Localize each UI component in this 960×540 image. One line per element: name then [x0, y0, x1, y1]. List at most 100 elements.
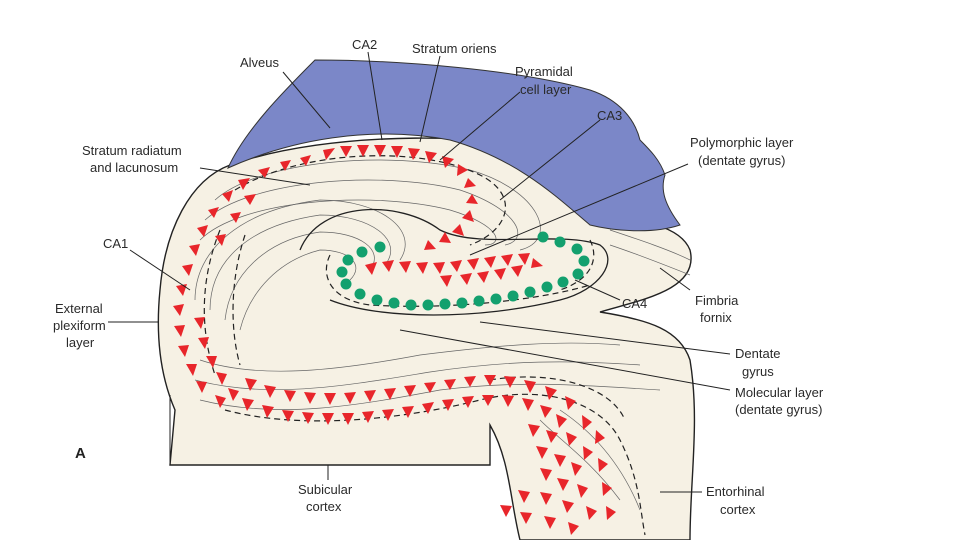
- pyramidal-cell: [408, 148, 420, 160]
- granule-cell: [371, 294, 383, 306]
- label-molecular-2: (dentate gyrus): [735, 402, 822, 417]
- pyramidal-cell: [228, 388, 239, 401]
- dentate-contour: [299, 208, 609, 316]
- pyramidal-cell: [215, 234, 226, 246]
- pyramidal-cell: [450, 260, 462, 272]
- leader-lines: [108, 51, 731, 493]
- label-polymorphic-2: (dentate gyrus): [698, 153, 785, 168]
- pyramidal-cell: [528, 424, 540, 437]
- pyramidal-cell: [556, 414, 567, 428]
- label-fimbria-1: Fimbria: [695, 293, 739, 308]
- pyramidal-cell: [189, 244, 200, 256]
- granule-cell: [537, 231, 549, 243]
- pyramidal-cell: [342, 413, 354, 425]
- label-pyramidal-1: Pyramidal: [515, 64, 573, 79]
- pyramidal-cell: [466, 194, 478, 204]
- pyramidal-cell: [583, 446, 593, 460]
- pyramidal-cell: [198, 337, 209, 349]
- pyramidal-cell: [500, 505, 512, 517]
- pyramidal-cell: [566, 432, 577, 446]
- pyramidal-cell: [422, 402, 434, 414]
- pyramidal-cell: [424, 382, 436, 393]
- pyramidal-cell: [182, 264, 193, 276]
- pyramidal-cell: [502, 395, 514, 407]
- label-ca1: CA1: [103, 236, 128, 251]
- granule-cell: [571, 243, 583, 255]
- pyramidal-cell: [384, 388, 396, 400]
- pyramidal-cell: [433, 262, 445, 274]
- pyramidal-cell: [501, 254, 513, 266]
- pyramidal-cell: [518, 490, 530, 503]
- pyramidal-cell: [595, 430, 605, 444]
- granule-cell: [490, 293, 502, 305]
- pyramidal-cell: [222, 190, 233, 202]
- pyramidal-cell: [440, 275, 452, 287]
- pyramidal-cell: [230, 212, 241, 223]
- label-external-3: layer: [66, 335, 95, 350]
- granule-cell-layer: [336, 231, 590, 311]
- pyramidal-cell: [176, 284, 187, 296]
- pyramidal-cell: [544, 516, 556, 529]
- pyramidal-cell: [511, 265, 523, 277]
- pyramidal-cell: [464, 376, 476, 387]
- label-subicular-2: cortex: [306, 499, 342, 514]
- pyramidal-cell: [374, 145, 386, 157]
- pyramidal-cell: [598, 458, 608, 472]
- pyramidal-cell: [216, 372, 227, 385]
- pyramidal-cell: [577, 484, 588, 498]
- label-stratum-radiatum-1: Stratum radiatum: [82, 143, 182, 158]
- pyramidal-cell: [442, 156, 454, 168]
- pyramidal-cell: [545, 386, 557, 400]
- granule-cell: [541, 281, 553, 293]
- label-ca3: CA3: [597, 108, 622, 123]
- granule-cell: [374, 241, 386, 253]
- label-pyramidal-2: cell layer: [520, 82, 572, 97]
- label-polymorphic-1: Polymorphic layer: [690, 135, 794, 150]
- granule-cell: [340, 278, 352, 290]
- label-external-1: External: [55, 301, 103, 316]
- pyramidal-cell: [586, 506, 597, 520]
- pyramidal-cell: [194, 317, 205, 329]
- pyramidal-cell: [324, 393, 336, 405]
- pyramidal-cell: [244, 194, 256, 205]
- pyramidal-cell: [382, 409, 394, 421]
- pyramidal-cell: [457, 164, 468, 176]
- alveus-region: [227, 59, 681, 232]
- granule-cell: [354, 288, 366, 300]
- pyramidal-cell: [365, 262, 377, 275]
- pyramidal-cell: [284, 390, 296, 402]
- pyramidal-cell: [524, 380, 536, 393]
- pyramidal-cell: [238, 178, 250, 190]
- pyramidal-cell: [323, 148, 335, 160]
- label-stratum-oriens: Stratum oriens: [412, 41, 497, 56]
- pyramidal-cell: [568, 522, 579, 535]
- pyramidal-cell: [206, 356, 217, 368]
- pyramidal-cell: [540, 405, 552, 418]
- pyramidal-cell: [304, 392, 316, 404]
- granule-cell: [456, 297, 468, 309]
- label-ca2: CA2: [352, 37, 377, 52]
- granule-cell: [388, 297, 400, 309]
- pyramidal-cell: [462, 396, 474, 408]
- pyramidal-cell: [482, 395, 494, 406]
- pyramidal-cell: [362, 411, 374, 423]
- pyramidal-cell: [602, 482, 612, 496]
- pyramidal-cell: [518, 253, 530, 265]
- pyramidal-cell: [399, 261, 411, 273]
- pyramidal-cell: [382, 260, 394, 272]
- granule-cell: [507, 290, 519, 302]
- granule-cell: [439, 298, 451, 310]
- label-subicular-1: Subicular: [298, 482, 353, 497]
- label-stratum-radiatum-2: and lacunosum: [90, 160, 178, 175]
- granule-cell: [405, 299, 417, 311]
- pyramidal-cell: [300, 155, 311, 166]
- pyramidal-cell: [404, 385, 416, 397]
- pyramidal-cell: [173, 304, 184, 316]
- pyramidal-cell: [582, 415, 592, 430]
- label-entorhinal-1: Entorhinal: [706, 484, 765, 499]
- pyramidal-cell: [391, 146, 403, 158]
- pyramidal-cell: [531, 258, 543, 268]
- pyramidal-cell: [494, 268, 506, 280]
- pyramidal-cell: [546, 430, 558, 443]
- pyramidal-cell: [444, 379, 456, 390]
